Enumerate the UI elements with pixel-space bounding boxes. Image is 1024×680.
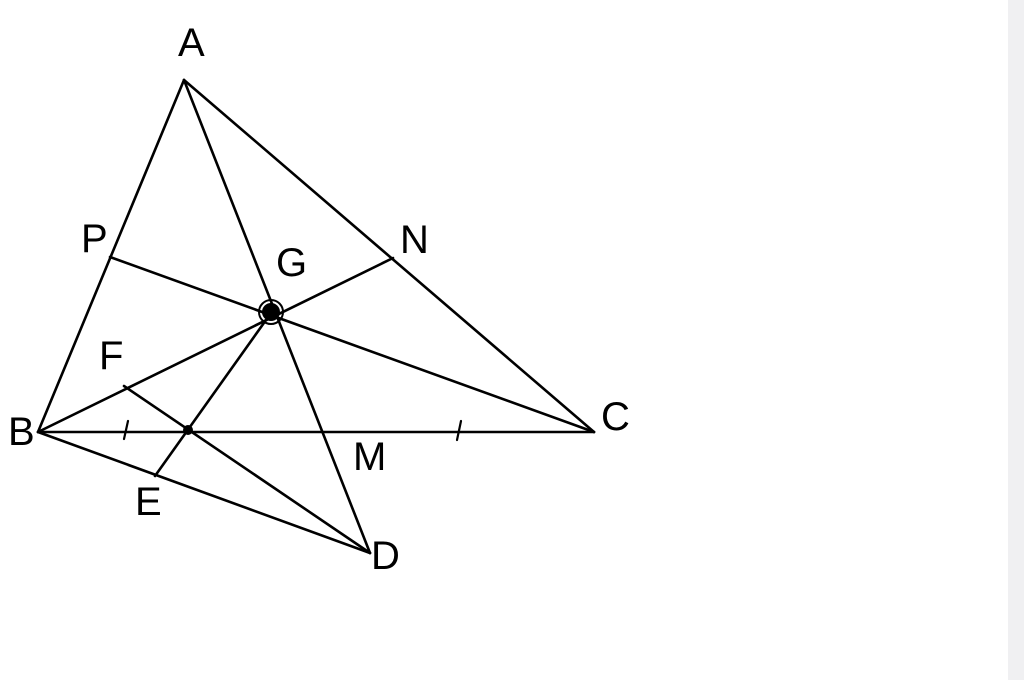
point-G — [262, 303, 280, 321]
segment-GE — [153, 311, 273, 478]
segment-AC — [182, 78, 596, 434]
label-C: C — [601, 395, 630, 439]
label-F: F — [99, 334, 123, 378]
label-D: D — [371, 534, 400, 578]
segment-FD — [122, 384, 372, 555]
label-E: E — [135, 480, 162, 524]
label-G: G — [276, 241, 307, 285]
label-B: B — [8, 410, 35, 454]
label-A: A — [178, 21, 205, 65]
tick-mark-MC — [455, 419, 463, 442]
label-N: N — [400, 218, 429, 262]
label-M: M — [353, 435, 386, 479]
tick-mark-BM — [122, 419, 130, 441]
segment-PC — [108, 255, 596, 434]
segment-BN — [36, 256, 395, 434]
point-intersection — [183, 425, 193, 435]
label-P: P — [81, 217, 108, 261]
scrollbar-track[interactable] — [1008, 0, 1024, 680]
point-G-ring — [258, 299, 284, 325]
segment-BD — [36, 430, 372, 555]
